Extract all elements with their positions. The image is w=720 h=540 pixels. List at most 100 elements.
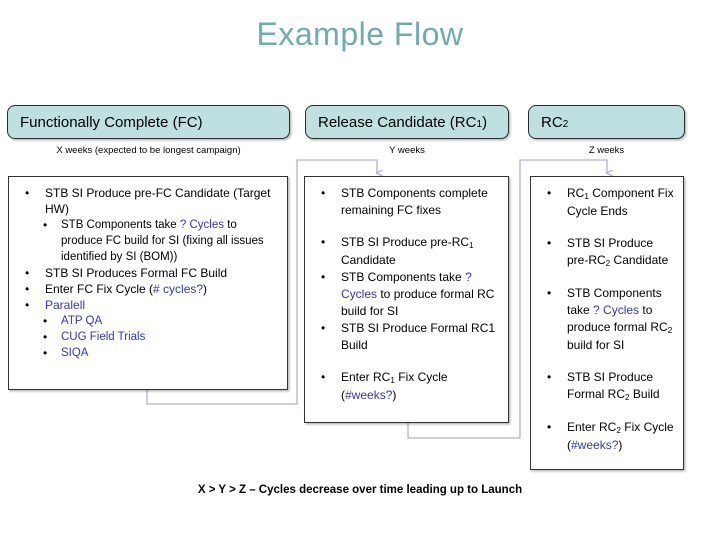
plain-text: ): [392, 388, 397, 402]
bullet-item: • STB SI Produce pre-RC2 Candidate: [537, 235, 677, 270]
bullet-text: Enter FC Fix Cycle (# cycles?): [45, 282, 207, 296]
bullet-item: • STB SI Produce pre-RC1 Candidate: [311, 234, 502, 269]
bullet-item: • ATP QA: [15, 313, 281, 329]
bullet-dot-icon: •: [321, 235, 326, 249]
bullet-dot-icon: •: [547, 286, 552, 300]
bullet-dot-icon: •: [547, 370, 552, 384]
highlight-text: # cycles?: [153, 282, 204, 296]
phase-header-rc1-label: Release Candidate (RC: [318, 113, 477, 131]
subscript: 2: [605, 259, 611, 269]
plain-text: Fix Cycle (: [567, 420, 674, 452]
subscript: 1: [584, 192, 589, 202]
bullet-text: STB SI Produce Formal RC2 Build: [567, 370, 660, 403]
bullet-item: • CUG Field Trials: [15, 329, 281, 345]
highlight-text: Paralell: [45, 298, 86, 312]
bullet-text: STB SI Produce pre-FC Candidate (Target …: [45, 186, 270, 216]
plain-text: STB SI Produces Formal FC Build: [45, 266, 228, 280]
bullet-spacer: [311, 219, 502, 234]
content-box-rc1[interactable]: • STB Components complete remaining FC fi…: [304, 176, 509, 423]
plain-text: STB SI Produce Formal RC: [567, 370, 654, 401]
subscript: 1: [390, 376, 395, 386]
bullet-text: STB Components complete remaining FC fix…: [341, 186, 488, 217]
plain-text: RC: [567, 186, 585, 200]
bullet-item: •STB Components take ? Cycles to produce…: [311, 269, 502, 320]
plain-text: Fix Cycle (: [341, 370, 448, 402]
bullet-dot-icon: •: [547, 420, 552, 434]
bullet-dot-icon: •: [25, 282, 30, 296]
bullet-text: Paralell: [45, 298, 85, 312]
bullet-spacer: [537, 354, 677, 369]
subscript: 1: [469, 241, 474, 251]
bullet-text: ATP QA: [61, 315, 102, 327]
highlight-text: #weeks?: [345, 388, 393, 402]
highlight-text: #weeks?: [571, 438, 619, 452]
plain-text: Enter RC: [567, 420, 617, 434]
bullet-item: • STB Components take ? Cycles to produce…: [537, 285, 677, 354]
bullet-text: SIQA: [61, 347, 88, 359]
footer-note: X > Y > Z – Cycles decrease over time le…: [197, 484, 523, 496]
content-box-rc2[interactable]: • RC1 Component Fix Cycle Ends • STB SI Pro…: [530, 176, 684, 470]
bullet-item: • Enter FC Fix Cycle (# cycles?): [15, 281, 281, 297]
bullet-list-rc2: • RC1 Component Fix Cycle Ends • STB SI Pro…: [537, 185, 677, 454]
bullet-dot-icon: •: [547, 236, 552, 250]
bullet-text: RC1 Component Fix Cycle Ends: [567, 186, 674, 218]
bullet-text: Enter RC2 Fix Cycle (#weeks?): [567, 420, 674, 452]
phase-duration-rc2: Z weeks: [588, 145, 625, 156]
plain-text: ): [203, 282, 208, 296]
bullet-dot-icon: •: [25, 186, 30, 200]
bullet-item: • Enter RC1 Fix Cycle (#weeks?): [311, 369, 502, 404]
subscript: 2: [667, 326, 673, 336]
highlight-text: ATP QA: [61, 315, 103, 327]
subscript: 2: [625, 393, 630, 403]
bullet-text: STB Components take ? Cycles to produce …: [61, 219, 264, 263]
bullet-dot-icon: •: [321, 186, 326, 200]
bullet-dot-icon: •: [321, 370, 326, 384]
highlight-text: ? Cycles: [593, 303, 640, 317]
bullet-item: • STB SI Produces Formal FC Build: [15, 265, 281, 281]
phase-header-fc[interactable]: Functionally Complete (FC): [7, 105, 290, 139]
bullet-text: Enter RC1 Fix Cycle (#weeks?): [341, 370, 448, 402]
bullet-spacer: [537, 220, 677, 235]
bullet-dot-icon: •: [321, 270, 326, 284]
bullet-text: STB SI Produce Formal RC1 Build: [341, 321, 495, 352]
plain-text: STB SI Produce pre-RC: [567, 236, 654, 267]
plain-text: STB SI Produce Formal RC1 Build: [341, 321, 496, 352]
phase-duration-rc1: Y weeks: [389, 145, 425, 156]
bullet-item: • STB Components complete remaining FC fi…: [311, 185, 502, 219]
phase-header-fc-label: Functionally Complete (FC): [20, 113, 203, 131]
plain-text: STB Components take: [341, 270, 466, 284]
plain-text: Enter FC Fix Cycle (: [45, 282, 154, 296]
bullet-item: • RC1 Component Fix Cycle Ends: [537, 185, 677, 220]
plain-text: Build: [629, 387, 660, 401]
bullet-list-fc: • STB SI Produce pre-FC Candidate (Target…: [15, 185, 281, 361]
bullet-text: STB Components take ? Cycles to produce …: [567, 286, 672, 352]
bullet-item: • STB SI Produce Formal RC2 Build: [537, 369, 677, 404]
bullet-dot-icon: •: [321, 321, 326, 335]
plain-text: Enter RC: [341, 370, 391, 384]
plain-text: STB SI Produce pre-RC: [341, 235, 470, 249]
bullet-dot-icon: •: [43, 330, 48, 344]
phase-duration-fc: X weeks (expected to be longest campaign…: [56, 145, 241, 156]
bullet-dot-icon: •: [25, 266, 30, 280]
plain-text: to produce FC build for SI (fixing all i…: [61, 219, 264, 263]
bullet-dot-icon: •: [547, 186, 552, 200]
plain-text: Candidate: [610, 253, 669, 267]
plain-text: STB Components take: [567, 286, 662, 317]
bullet-spacer: [537, 404, 677, 419]
highlight-text: ? Cycles: [341, 270, 472, 301]
highlight-text: ? Cycles: [179, 219, 225, 231]
phase-header-rc2-subscript: 2: [562, 119, 569, 131]
content-box-fc[interactable]: • STB SI Produce pre-FC Candidate (Target…: [8, 176, 288, 390]
bullet-spacer: [311, 354, 502, 369]
bullet-dot-icon: •: [25, 298, 30, 312]
plain-text: Candidate: [341, 253, 396, 267]
plain-text: build for SI: [567, 338, 625, 352]
bullet-dot-icon: •: [43, 314, 48, 328]
highlight-text: CUG Field Trials: [61, 331, 146, 343]
subscript: 2: [616, 426, 621, 436]
phase-header-rc1-label-tail: ): [482, 113, 488, 131]
plain-text: ): [618, 438, 623, 452]
bullet-text: STB SI Produce pre-RC2 Candidate: [567, 236, 669, 269]
